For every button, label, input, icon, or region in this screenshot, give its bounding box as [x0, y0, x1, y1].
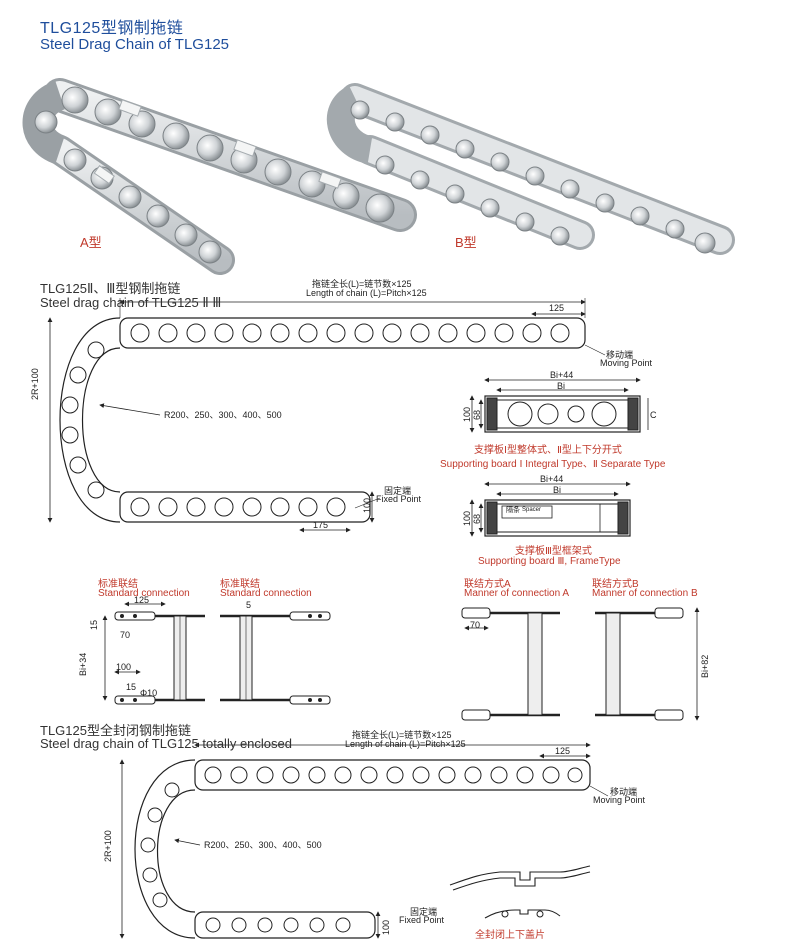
board2-bi44: Bi+44	[540, 474, 564, 484]
photo-b-label: B型	[455, 235, 477, 250]
conn-dim-bi82: Bi+82	[700, 654, 710, 678]
connection-standard-1	[102, 601, 205, 705]
conn-dim-5: 5	[246, 600, 252, 610]
section1-fixed-cn: 固定端	[384, 486, 412, 496]
chain-elevation-2	[119, 742, 609, 939]
board2-d68: 68	[472, 513, 482, 524]
section2-height: 2R+100	[103, 830, 113, 862]
board2-d100: 100	[462, 510, 472, 526]
board1-bi: Bi	[557, 381, 566, 391]
section1-dim-175: 175	[313, 520, 329, 530]
section2-dim-100: 100	[381, 919, 391, 935]
photo-a-label: A型	[80, 235, 102, 250]
section2-title-en: Steel drag chain of TLG125 totally enclo…	[40, 736, 292, 751]
board1-c: C	[650, 410, 657, 420]
section1-pitch: 125	[549, 303, 565, 313]
board2-caption-en: Supporting board Ⅲ, FrameType	[478, 556, 621, 567]
section1-title-en: Steel drag chain of TLG125 Ⅱ Ⅲ	[40, 295, 222, 310]
conn-standard-1-en: Standard connection	[98, 588, 190, 599]
board1-d68: 68	[472, 409, 482, 420]
section2-radius: R200、250、300、400、500	[204, 840, 322, 850]
conn-dim-100: 100	[116, 662, 132, 672]
conn-standard-2-cn: 标准联结	[220, 579, 260, 590]
conn-standard-2-en: Standard connection	[220, 588, 312, 599]
section1-height: 2R+100	[30, 368, 40, 400]
board1-bi44: Bi+44	[550, 370, 574, 380]
page-title-cn: TLG125型钢制拖链	[40, 20, 184, 37]
section2-title-cn: TLG125型全封闭钢制拖链	[40, 723, 191, 738]
section1-length-en: Length of chain (L)=Pitch×125	[306, 288, 427, 298]
supporting-board-1	[469, 377, 649, 433]
conn-dim-15b: 15	[126, 682, 137, 692]
section1-length-cn: 拖链全长(L)=链节数×125	[312, 279, 412, 289]
section1-moving-en: Moving Point	[600, 358, 653, 368]
section1-radius: R200、250、300、400、500	[164, 410, 282, 420]
conn-standard-1-cn: 标准联结	[98, 579, 138, 590]
conn-b-en: Manner of connection B	[592, 588, 698, 599]
conn-b-cn: 联结方式B	[592, 579, 639, 590]
connection-standard-2	[220, 611, 331, 705]
connection-b	[595, 607, 700, 721]
section2-fixed-cn: 固定端	[410, 907, 438, 917]
section1-fixed-en: Fixed Point	[376, 494, 422, 504]
conn-a-en: Manner of connection A	[464, 588, 570, 599]
board2-caption-cn: 支撑板Ⅲ型框架式	[515, 546, 592, 557]
board1-d100: 100	[462, 406, 472, 422]
section2-pitch: 125	[555, 746, 571, 756]
section2-length-cn: 拖链全长(L)=链节数×125	[352, 730, 452, 740]
section1-moving-cn: 移动端	[606, 350, 634, 360]
page-title-en: Steel Drag Chain of TLG125	[40, 36, 230, 53]
photo-a-chain	[22, 78, 417, 275]
section2-moving-en: Moving Point	[593, 795, 646, 805]
conn-dim-125: 125	[134, 595, 150, 605]
section2-length-en: Length of chain (L)=Pitch×125	[345, 739, 466, 749]
board1-caption-cn: 支撑板Ⅰ型整体式、Ⅱ型上下分开式	[474, 445, 622, 456]
conn-a-cn: 联结方式A	[464, 579, 511, 590]
board2-spacer-en: Spacer	[522, 507, 542, 513]
conn-dim-bi34: Bi+34	[78, 652, 88, 676]
conn-dim-15: 15	[89, 619, 99, 630]
conn-dim-70: 70	[120, 630, 131, 640]
conn-dim-phi10: Φ10	[140, 688, 158, 698]
chain-elevation-1	[47, 298, 606, 533]
board2-bi: Bi	[553, 485, 562, 495]
section1-dim-100: 100	[362, 497, 372, 513]
section2-fixed-en: Fixed Point	[399, 915, 445, 925]
connection-a	[461, 607, 560, 721]
section2-cover-caption: 全封闭上下盖片	[475, 930, 545, 941]
board1-caption-en: Supporting board Ⅰ Integral Type、Ⅱ Separ…	[440, 459, 666, 470]
conn-dim-70b: 70	[470, 620, 481, 630]
photo-b-chain	[326, 83, 735, 255]
section2-moving-cn: 移动端	[610, 787, 638, 797]
section1-title-cn: TLG125Ⅱ、Ⅲ型钢制拖链	[40, 281, 181, 296]
board2-spacer-cn: 隔条	[506, 507, 520, 514]
supporting-board-2	[469, 481, 631, 537]
